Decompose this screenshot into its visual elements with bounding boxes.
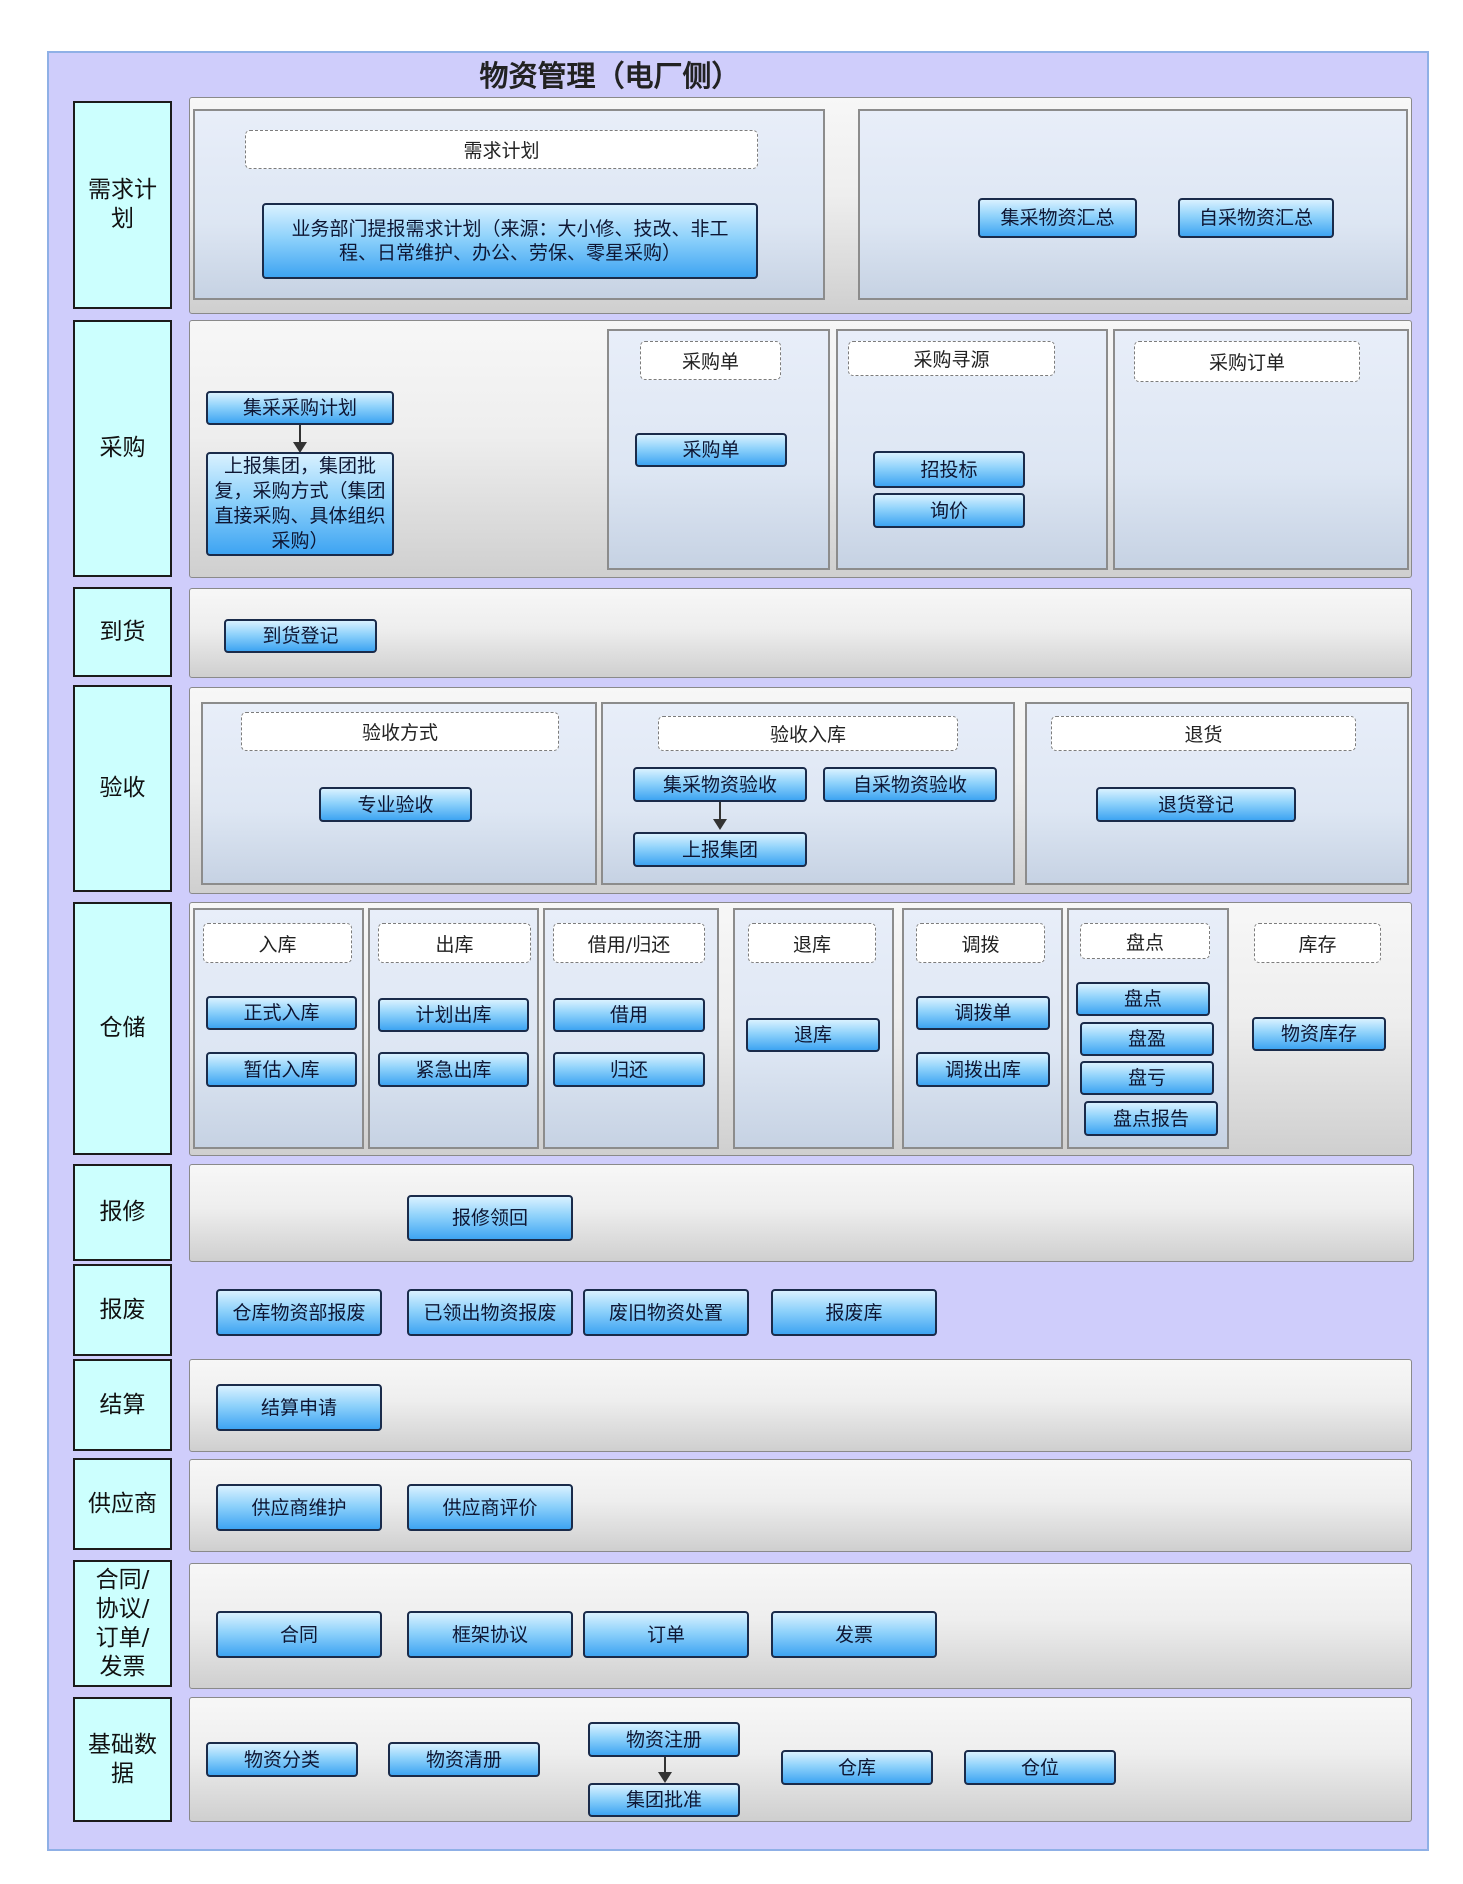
warehouse-button[interactable]: 仓库 [781, 1750, 933, 1785]
row-label-warehouse: 仓储 [73, 902, 172, 1155]
arrow-accept-to-report [713, 802, 727, 830]
material-list-button[interactable]: 物资清册 [388, 1742, 540, 1777]
row-label-scrap: 报废 [73, 1264, 172, 1356]
acceptance-storage-header: 验收入库 [658, 716, 958, 751]
scrap-warehouse-button[interactable]: 报废库 [771, 1289, 937, 1336]
arrival-register-button[interactable]: 到货登记 [224, 619, 377, 653]
purchase-order-button[interactable]: 采购单 [635, 433, 787, 467]
self-material-acceptance-button[interactable]: 自采物资验收 [823, 767, 997, 802]
warehouse-scrap-button[interactable]: 仓库物资部报废 [216, 1289, 382, 1336]
inventory-header: 库存 [1254, 923, 1381, 963]
provisional-inbound-button[interactable]: 暂估入库 [206, 1052, 357, 1087]
issued-material-scrap-button[interactable]: 已领出物资报废 [407, 1289, 573, 1336]
stock-shortage-button[interactable]: 盘亏 [1080, 1061, 1214, 1095]
row-label-supplier: 供应商 [73, 1458, 172, 1550]
formal-inbound-button[interactable]: 正式入库 [206, 996, 357, 1030]
borrow-header: 借用/归还 [553, 923, 705, 963]
central-purchase-plan-button[interactable]: 集采采购计划 [206, 391, 394, 425]
demand-plan-header: 需求计划 [245, 130, 758, 169]
row-label-demand: 需求计划 [73, 101, 172, 309]
return-borrowed-button[interactable]: 归还 [553, 1052, 705, 1087]
arrow-plan-to-report [293, 425, 307, 453]
stock-surplus-button[interactable]: 盘盈 [1080, 1022, 1214, 1056]
storage-location-button[interactable]: 仓位 [964, 1750, 1116, 1785]
arrival-panel [189, 588, 1412, 678]
central-material-acceptance-button[interactable]: 集采物资验收 [633, 767, 807, 802]
settlement-panel [189, 1359, 1412, 1452]
supplier-evaluation-button[interactable]: 供应商评价 [407, 1484, 573, 1531]
self-material-summary-button[interactable]: 自采物资汇总 [1178, 198, 1334, 238]
report-group-button[interactable]: 上报集团 [633, 832, 807, 867]
row-label-repair: 报修 [73, 1164, 172, 1261]
material-registration-button[interactable]: 物资注册 [588, 1722, 740, 1757]
submit-demand-plan-button[interactable]: 业务部门提报需求计划（来源：大小修、技改、非工程、日常维护、办公、劳保、零星采购… [262, 203, 758, 279]
stocktake-button[interactable]: 盘点 [1076, 982, 1210, 1016]
stock-return-button[interactable]: 退库 [746, 1018, 880, 1052]
bidding-button[interactable]: 招投标 [873, 451, 1025, 488]
group-approval-button[interactable]: 集团批准 [588, 1783, 740, 1817]
emergency-outbound-button[interactable]: 紧急出库 [378, 1052, 529, 1087]
inbound-header: 入库 [203, 923, 352, 963]
arrow-register-to-approval [658, 1757, 672, 1783]
purchase-order-header: 采购单 [640, 341, 781, 380]
waste-material-disposal-button[interactable]: 废旧物资处置 [583, 1289, 749, 1336]
contract-button[interactable]: 合同 [216, 1611, 382, 1658]
planned-outbound-button[interactable]: 计划出库 [378, 998, 529, 1032]
row-label-acceptance: 验收 [73, 685, 172, 892]
transfer-header: 调拨 [916, 923, 1045, 963]
professional-acceptance-button[interactable]: 专业验收 [319, 787, 472, 822]
row-label-basic: 基础数据 [73, 1697, 172, 1822]
repair-panel [189, 1164, 1414, 1262]
transfer-outbound-button[interactable]: 调拨出库 [916, 1052, 1050, 1087]
diagram-title: 物资管理（电厂侧） [479, 59, 741, 93]
row-label-purchase: 采购 [73, 320, 172, 577]
outbound-header: 出库 [378, 923, 531, 963]
invoice-button[interactable]: 发票 [771, 1611, 937, 1658]
row-label-arrival: 到货 [73, 587, 172, 677]
supplier-maintenance-button[interactable]: 供应商维护 [216, 1484, 382, 1531]
material-category-button[interactable]: 物资分类 [206, 1742, 358, 1777]
stocktake-report-button[interactable]: 盘点报告 [1084, 1101, 1218, 1136]
acceptance-method-header: 验收方式 [241, 712, 559, 751]
report-group-purchase-button[interactable]: 上报集团，集团批复，采购方式（集团直接采购、具体组织采购） [206, 452, 394, 556]
settlement-request-button[interactable]: 结算申请 [216, 1384, 382, 1431]
purchase-po-header: 采购订单 [1134, 341, 1360, 382]
central-material-summary-button[interactable]: 集采物资汇总 [978, 198, 1137, 238]
supplier-panel [189, 1459, 1412, 1552]
framework-agreement-button[interactable]: 框架协议 [407, 1611, 573, 1658]
repair-collect-button[interactable]: 报修领回 [407, 1195, 573, 1241]
transfer-order-button[interactable]: 调拨单 [916, 996, 1050, 1030]
purchase-sourcing-header: 采购寻源 [848, 341, 1055, 376]
order-button[interactable]: 订单 [583, 1611, 749, 1658]
row-label-contract: 合同/协议/订单/发票 [73, 1560, 172, 1687]
return-register-button[interactable]: 退货登记 [1096, 787, 1296, 822]
material-inventory-button[interactable]: 物资库存 [1252, 1017, 1386, 1051]
row-label-settlement: 结算 [73, 1359, 172, 1451]
stock-return-header: 退库 [748, 923, 876, 963]
inquiry-button[interactable]: 询价 [873, 493, 1025, 528]
acceptance-return-header: 退货 [1051, 716, 1356, 751]
stocktake-header: 盘点 [1080, 923, 1210, 959]
borrow-button[interactable]: 借用 [553, 998, 705, 1032]
